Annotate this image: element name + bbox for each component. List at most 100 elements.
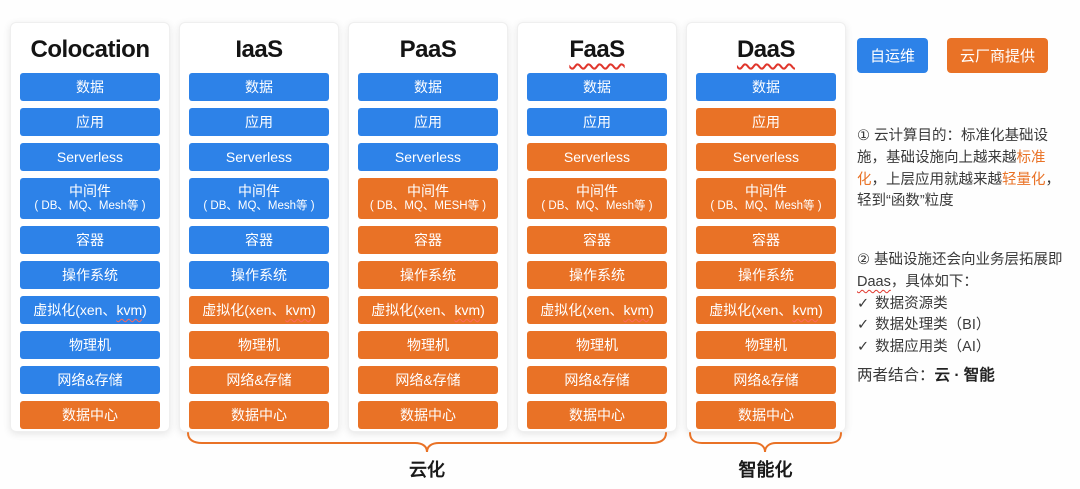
layer-label: 物理机 [745,336,787,353]
layer-label: 数据中心 [62,406,118,423]
legend-chip-vendor-provided: 云厂商提供 [947,38,1049,73]
layer-label: 数据 [245,78,273,95]
layer-label: 数据 [76,78,104,95]
checklist-item: ✓ 数据应用类（AI） [857,337,1069,359]
layer-label: 应用 [583,113,611,130]
layer-label: 应用 [414,113,442,130]
note-daas-expansion: ② 基础设施还会向业务层拓展即Daas，具体如下： ✓ 数据资源类 ✓数据处理类（B… [857,250,1069,359]
layer-block: 网络&存储 [20,366,160,394]
layer-block: Serverless [20,143,160,171]
column-card-paas: PaaS 数据 应用 Serverless 中间件 ( DB、MQ、MESH等 … [348,22,508,432]
layer-block: 容器 [189,226,329,254]
layer-label: Serverless [225,148,293,165]
legend: 自运维 云厂商提供 [857,38,1049,73]
layer-block: 网络&存储 [189,366,329,394]
layer-label: 网络&存储 [226,371,292,388]
layer-label: Serverless [56,148,124,165]
layer-sub: ( DB、MQ、Mesh等 ) [203,200,315,213]
layer-label: Serverless [394,148,462,165]
layer-block: 操作系统 [189,261,329,289]
layer-block: 数据 [20,73,160,101]
layer-label: 容器 [414,231,442,248]
layer-block: 操作系统 [527,261,667,289]
curly-brace-icon [187,432,667,453]
layer-label: 网络&存储 [733,371,799,388]
layer-block: 容器 [527,226,667,254]
layer-label: 操作系统 [400,266,456,283]
layer-label: 物理机 [238,336,280,353]
layer-label: 容器 [583,231,611,248]
layer-block: Serverless [696,143,836,171]
layer-block: 中间件 ( DB、MQ、Mesh等 ) [527,178,667,219]
layer-block: 数据 [696,73,836,101]
layer-block: 虚拟化(xen、kvm) [189,296,329,324]
layer-block: 数据 [189,73,329,101]
layer-label: 物理机 [69,336,111,353]
column-title-text: FaaS [569,36,625,63]
layer-label: 应用 [245,113,273,130]
summary-bold: 云 · 智能 [934,367,995,384]
note-daas-intro: ② 基础设施还会向业务层拓展即Daas，具体如下： [857,252,1063,290]
layer-block: 物理机 [358,331,498,359]
layer-block: 数据中心 [696,401,836,429]
layer-block: 网络&存储 [696,366,836,394]
layer-sub: ( DB、MQ、Mesh等 ) [541,200,653,213]
layer-list: 数据 应用 Serverless 中间件 ( DB、MQ、Mesh等 ) 容器 … [527,73,667,429]
layer-label: 容器 [76,231,104,248]
legend-chip-self-operated: 自运维 [857,38,929,73]
layer-block: 应用 [696,108,836,136]
layer-label: 应用 [752,113,780,130]
layer-block: 应用 [189,108,329,136]
checklist-item-label: 数据处理类（BI） [875,317,991,334]
column-title-text: IaaS [235,36,283,63]
layer-block: 操作系统 [20,261,160,289]
column-title-text: Colocation [30,36,151,63]
layer-label: Serverless [732,148,800,165]
curly-brace-icon [689,432,842,453]
layer-label: 数据中心 [231,406,287,423]
layer-block: 中间件 ( DB、MQ、Mesh等 ) [189,178,329,219]
brace-cloudification: 云化 [186,431,668,482]
layer-block: 数据 [527,73,667,101]
layer-label: 容器 [752,231,780,248]
brace-label-cloudification: 云化 [409,460,445,480]
summary-prefix: 两者结合： [857,367,935,384]
column-title: DaaS [696,29,836,71]
layer-block: 虚拟化(xen、kvm) [696,296,836,324]
layer-label: 操作系统 [231,266,287,283]
layer-sub: ( DB、MQ、MESH等 ) [369,200,487,213]
layer-label: 中间件 [407,183,449,200]
layer-label: 操作系统 [62,266,118,283]
checklist-item-label: 数据应用类（AI） [875,339,991,355]
checklist-item: ✓数据处理类（BI） [857,315,1069,337]
layer-block: 物理机 [189,331,329,359]
layer-block: 应用 [527,108,667,136]
layer-block: Serverless [358,143,498,171]
layer-label: 中间件 [745,183,787,200]
layer-list: 数据 应用 Serverless 中间件 ( DB、MQ、Mesh等 ) 容器 … [20,73,160,429]
layer-label: 应用 [76,113,104,130]
layer-block: 虚拟化(xen、kvm) [527,296,667,324]
layer-block: 虚拟化(xen、kvm) [358,296,498,324]
layer-block: 操作系统 [358,261,498,289]
checklist-item-label: 数据资源类 [875,295,948,312]
summary-line: 两者结合：云 · 智能 [857,363,995,385]
layer-label: 物理机 [407,336,449,353]
column-card-daas: DaaS 数据 应用 Serverless 中间件 ( DB、MQ、Mesh等 … [686,22,846,432]
layer-label: Serverless [563,148,631,165]
layer-block: 容器 [696,226,836,254]
layer-label: 网络&存储 [57,371,123,388]
column-card-iaas: IaaS 数据 应用 Serverless 中间件 ( DB、MQ、Mesh等 … [179,22,339,432]
layer-label: 容器 [245,231,273,248]
layer-label: 中间件 [576,183,618,200]
column-title-text: PaaS [399,36,457,63]
check-icon: ✓ [857,339,870,355]
layer-label: 数据中心 [569,406,625,423]
brace-label-intelligentization: 智能化 [738,460,793,480]
layer-list: 数据 应用 Serverless 中间件 ( DB、MQ、Mesh等 ) 容器 … [189,73,329,429]
layer-block: 虚拟化(xen、kvm) [20,296,160,324]
layer-block: 物理机 [20,331,160,359]
layer-block: 应用 [358,108,498,136]
layer-label: 中间件 [238,183,280,200]
